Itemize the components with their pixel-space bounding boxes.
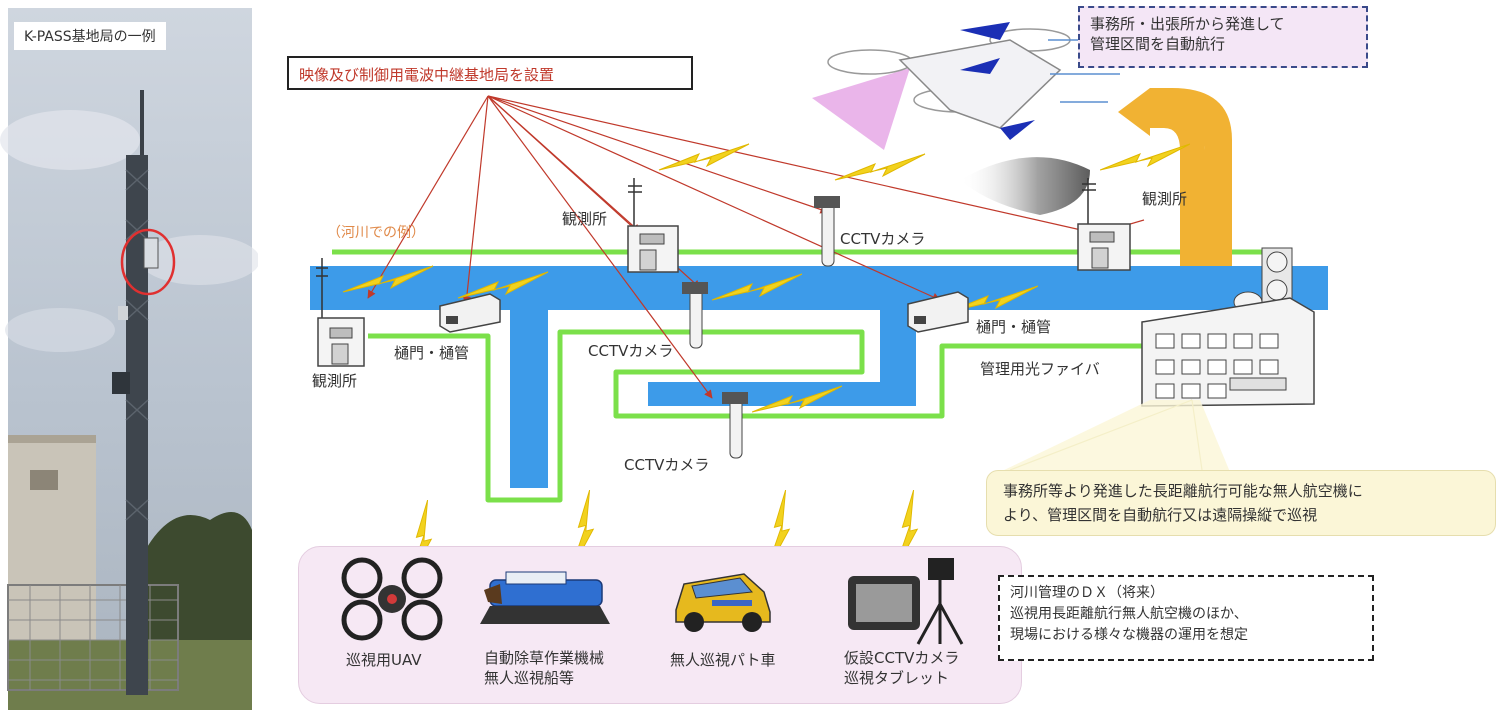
camera-cone [812,68,910,150]
observatory-right-label: 観測所 [1142,190,1188,208]
long-range-line2: より、管理区間を自動航行又は遠隔操縦で巡視 [1003,506,1318,524]
cctv-middle-label: CCTVカメラ [588,342,674,360]
device-uav-label: 巡視用UAV [346,651,422,669]
base-station-photo [0,8,258,710]
dx-future-callout: 河川管理のＤＸ（将来） 巡視用長距離航行無人航空機のほか、 現場における様々な機… [998,575,1374,661]
long-range-line1: 事務所等より発進した長距離航行可能な無人航空機に [1003,482,1363,500]
cctv-top-icon [814,196,840,267]
cctv-middle-icon [682,282,708,349]
sluice-right-icon [907,291,969,333]
drone-launch-callout: 事務所・出張所から発進して 管理区間を自動航行 [1078,6,1368,68]
device-camera-line2: 巡視タブレット [844,669,950,688]
device-mower-label: 自動除草作業機械 無人巡視船等 [484,648,604,689]
device-camera-line1: 仮設CCTVカメラ [844,649,960,667]
flight-trail [960,157,1090,215]
office-building-icon [1141,247,1315,407]
drone-launch-line1: 事務所・出張所から発進して [1090,15,1285,33]
device-camera-label: 仮設CCTVカメラ 巡視タブレット [844,648,959,689]
long-range-note: 事務所等より発進した長距離航行可能な無人航空機に より、管理区間を自動航行又は遠… [986,470,1496,536]
fiber-label: 管理用光ファイバ [980,360,1100,378]
observatory-center-icon [627,178,679,273]
cctv-bottom-icon [722,392,748,459]
cctv-bottom-label: CCTVカメラ [624,456,710,474]
drone-launch-line2: 管理区間を自動航行 [1090,35,1226,54]
dx-line1: 河川管理のＤＸ（将来） [1010,585,1164,601]
river-example-label: （河川での例） [327,225,425,241]
cctv-top-label: CCTVカメラ [840,230,926,248]
observatory-center-label: 観測所 [562,210,608,228]
dx-line3: 現場における様々な機器の運用を想定 [1010,627,1248,643]
observatory-left-label: 観測所 [312,372,358,390]
photo-caption: K-PASS基地局の一例 [14,22,166,50]
relay-station-callout: 映像及び制御用電波中継基地局を設置 [287,56,693,90]
sluice-left-label: 樋門・樋管 [394,344,470,362]
relay-arrows [367,95,1145,399]
device-car-label: 無人巡視パト車 [670,651,776,669]
long-range-uav [827,22,1120,140]
device-mower-line2: 無人巡視船等 [484,669,575,688]
sluice-left-icon [439,293,501,333]
observatory-left-icon [316,258,365,367]
launch-arrow [1118,88,1232,266]
dx-line2: 巡視用長距離航行無人航空機のほか、 [1010,606,1248,622]
device-mower-line1: 自動除草作業機械 [484,649,605,667]
sluice-right-label: 樋門・樋管 [976,318,1052,336]
observatory-right-icon [1077,178,1131,271]
